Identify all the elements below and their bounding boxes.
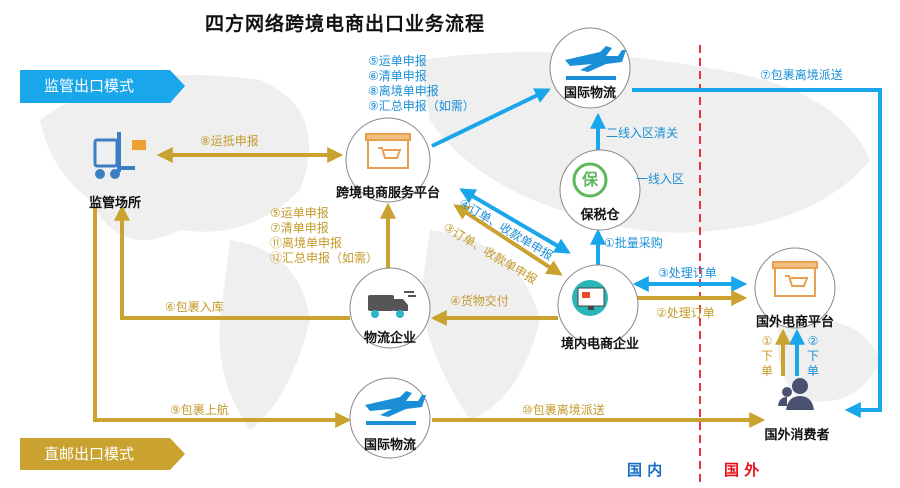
node-foreign-platform: 国外电商平台 <box>755 315 835 330</box>
node-foreign-consumer: 国外消费者 <box>764 428 830 443</box>
arrow-intl-to-consumer-blue <box>632 88 882 418</box>
label-second-line-clearance: 二线入区清关 <box>606 126 679 140</box>
label-process-order-gold: ②处理订单 <box>656 306 715 320</box>
region-foreign: 国 外 <box>724 461 760 479</box>
node-domestic-ecommerce: 境内电商企业 <box>560 337 640 352</box>
label-parcel-departure-blue: ⑦包裹离境派送 <box>760 68 843 82</box>
label-first-line-entry: 一线入区 <box>636 172 685 186</box>
label-place-order-blue: ②下单 <box>806 334 819 378</box>
label-parcel-departure-gold: ⑩包裹离境派送 <box>522 403 605 417</box>
mode-direct-mail-export: 直邮出口模式 <box>44 445 135 463</box>
node-service-platform: 跨境电商服务平台 <box>335 186 441 201</box>
declaration-item: ⑨汇总申报（如需） <box>368 99 475 113</box>
declaration-item: ⑤运单申报 <box>270 206 329 220</box>
declaration-item: ⑫汇总申报（如需） <box>270 251 379 265</box>
node-intl-logistics-bottom: 国际物流 <box>363 438 417 453</box>
declaration-item: ⑤运单申报 <box>368 54 427 68</box>
mode-supervised-export: 监管出口模式 <box>44 77 135 95</box>
page-title: 四方网络跨境电商出口业务流程 <box>205 13 486 35</box>
label-bulk-purchase: ①批量采购 <box>604 236 663 250</box>
forklift-icon <box>93 132 146 179</box>
declaration-item: ⑧离境单申报 <box>368 84 439 98</box>
label-arrival-declaration: ⑧运抵申报 <box>200 134 259 148</box>
declaration-item: ⑥清单申报 <box>368 69 427 83</box>
declaration-item: ⑪离境单申报 <box>270 236 343 250</box>
bonded-seal-icon <box>572 162 608 198</box>
gold-declaration-list: ⑤运单申报 ⑦清单申报 ⑪离境单申报 ⑫汇总申报（如需） <box>270 206 378 266</box>
banner-shape-supervised <box>20 70 185 103</box>
plane-icon <box>365 391 426 425</box>
arrow-supervision-to-intl-bottom <box>93 208 352 428</box>
banner-shape-direct <box>20 438 185 470</box>
arrow-platform-to-intl-logistics <box>431 88 551 148</box>
label-parcel-boarding: ⑨包裹上航 <box>170 403 229 417</box>
label-goods-delivery: ④货物交付 <box>450 294 509 308</box>
computer-icon <box>572 280 608 316</box>
store-icon <box>365 133 411 169</box>
truck-icon <box>368 291 416 318</box>
node-circle-intl-logistics-bottom <box>349 377 431 459</box>
node-supervision-site: 监管场所 <box>88 196 142 211</box>
bonded-seal-char: 保 <box>582 170 599 189</box>
label-process-order-blue: ③处理订单 <box>658 266 717 280</box>
declaration-item: ⑦清单申报 <box>270 221 329 235</box>
label-parcel-storage: ⑥包裹入库 <box>165 300 224 314</box>
label-place-order-gold: ①下单 <box>760 334 773 378</box>
arrow-logistics-to-supervision <box>114 204 350 320</box>
node-intl-logistics-top: 国际物流 <box>563 86 617 101</box>
node-bonded-warehouse: 保税仓 <box>580 208 620 223</box>
consumer-icon <box>778 378 814 410</box>
store-icon <box>772 261 818 297</box>
blue-declaration-list: ⑤运单申报 ⑥清单申报 ⑧离境单申报 ⑨汇总申报（如需） <box>368 54 475 114</box>
node-logistics-company: 物流企业 <box>363 331 417 346</box>
plane-icon <box>565 46 626 80</box>
region-domestic: 国 内 <box>627 461 663 479</box>
arrow-domestic-platform-gold <box>453 204 563 276</box>
